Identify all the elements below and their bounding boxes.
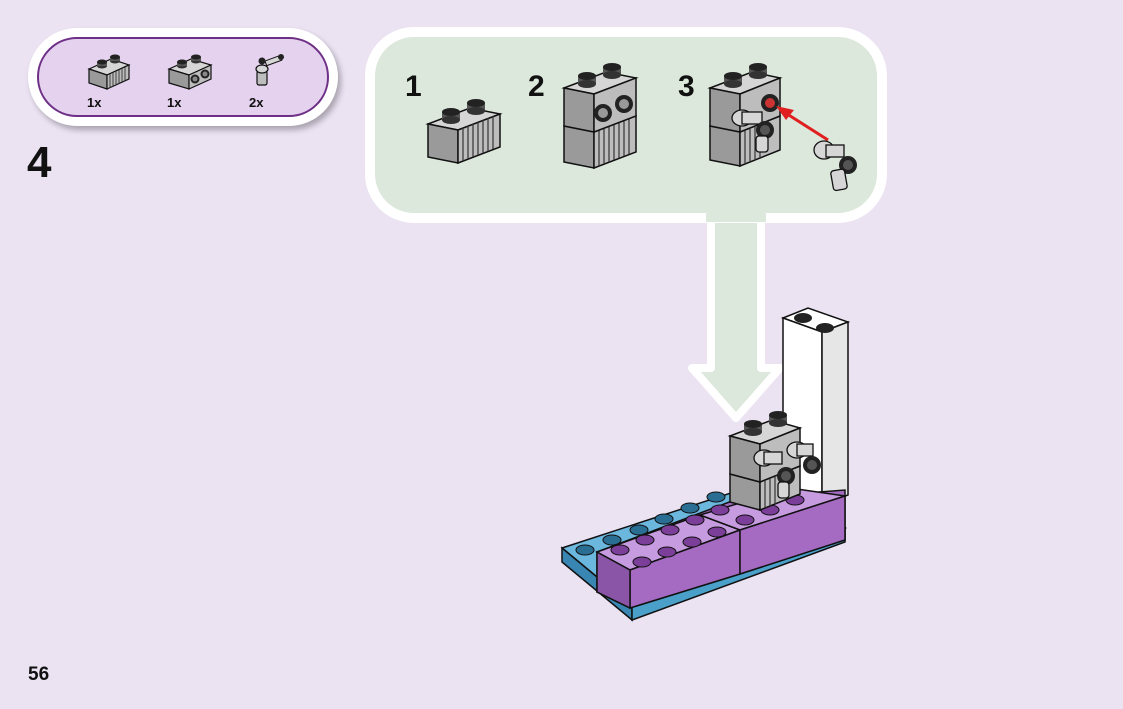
substep-number-1: 1 — [405, 70, 422, 103]
part-qty-2: 1x — [167, 95, 182, 110]
page-number: 56 — [28, 664, 50, 685]
part-qty-1: 1x — [87, 95, 102, 110]
main-model — [560, 307, 851, 622]
substep-3-with-connectors — [707, 63, 783, 168]
insert-arrow-icon — [776, 106, 829, 142]
parts-list-box: 1x 1x 2x — [28, 28, 338, 126]
part-qty-3: 2x — [249, 95, 264, 110]
grille-brick-icon — [85, 47, 135, 91]
substep-1-grille-brick — [425, 99, 503, 165]
studs-on-side-brick-icon — [165, 47, 217, 91]
substep-number-3: 3 — [678, 70, 695, 103]
loose-connector — [813, 140, 857, 192]
substep-number-2: 2 — [528, 70, 545, 103]
bar-clip-connector-icon — [247, 47, 287, 91]
callout-arrow — [688, 201, 784, 422]
step-number: 4 — [27, 138, 52, 187]
parts-list-inner: 1x 1x 2x — [37, 37, 329, 117]
substep-2-stacked-bricks — [561, 63, 639, 170]
